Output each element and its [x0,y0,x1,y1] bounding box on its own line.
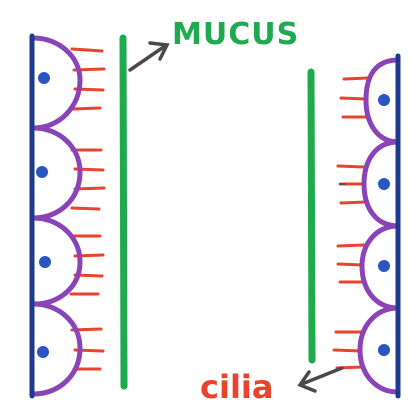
right-cell-outlines [360,60,398,392]
arrow-icon [130,43,167,70]
cilia-label: cilia [200,368,273,406]
mucus-label: MUCUS [172,17,299,52]
left-epithelium [32,36,104,396]
left-mucus-layer [123,38,124,386]
right-cilia [334,78,368,368]
right-mucus-layer [311,72,312,360]
arrow-icon [300,368,342,391]
left-cell-outlines [34,38,80,394]
right-epithelium [334,56,398,396]
